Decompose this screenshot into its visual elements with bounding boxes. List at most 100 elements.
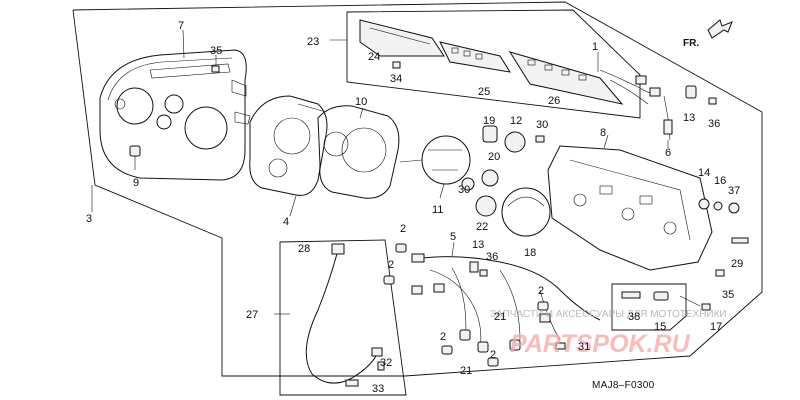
callout-10: 10 bbox=[355, 96, 367, 108]
callout-14: 14 bbox=[698, 167, 710, 179]
callout-24: 24 bbox=[368, 51, 380, 63]
callout-2-a: 2 bbox=[400, 223, 406, 235]
callout-31: 31 bbox=[578, 341, 590, 353]
callout-21-top: 21 bbox=[494, 311, 506, 323]
screw-36-top bbox=[708, 97, 717, 105]
collar-15 bbox=[653, 291, 669, 301]
callout-27: 27 bbox=[246, 309, 258, 321]
harness-5 bbox=[411, 253, 601, 353]
callout-8: 8 bbox=[600, 127, 606, 139]
light-strip-25 bbox=[439, 41, 512, 73]
gauge-19 bbox=[482, 125, 498, 143]
callout-30-top: 30 bbox=[536, 119, 548, 131]
bushing-14 bbox=[698, 198, 710, 210]
callout-19: 19 bbox=[483, 115, 495, 127]
meter-lens bbox=[317, 105, 400, 199]
callout-28: 28 bbox=[298, 243, 310, 255]
bracket-group-box bbox=[611, 283, 687, 331]
bolt-29 bbox=[731, 237, 749, 244]
callout-23: 23 bbox=[307, 36, 319, 48]
callout-4: 4 bbox=[283, 216, 289, 228]
front-marker-label: FR. bbox=[683, 38, 699, 49]
washer-16 bbox=[713, 201, 723, 211]
callout-20: 20 bbox=[488, 151, 500, 163]
callout-16: 16 bbox=[714, 175, 726, 187]
diagram-code: MAJ8–F0300 bbox=[592, 380, 655, 391]
front-direction-arrow bbox=[707, 19, 733, 39]
callout-26: 26 bbox=[548, 95, 560, 107]
callout-7: 7 bbox=[178, 20, 184, 32]
bulb-13-top bbox=[685, 85, 697, 99]
screw-35-right bbox=[715, 269, 725, 277]
callout-2-e: 2 bbox=[490, 349, 496, 361]
bulb-2b bbox=[383, 275, 395, 285]
callout-33: 33 bbox=[372, 383, 384, 395]
callout-30-mid: 30 bbox=[458, 184, 470, 196]
bolt-38 bbox=[621, 291, 641, 299]
light-strip-26 bbox=[508, 51, 624, 105]
inner-panel bbox=[249, 95, 328, 196]
screw-35-top bbox=[211, 65, 220, 73]
callout-35-right: 35 bbox=[722, 289, 734, 301]
callout-2-b: 2 bbox=[388, 259, 394, 271]
bulb-2c bbox=[537, 301, 549, 311]
callout-13-top: 13 bbox=[683, 112, 695, 124]
gauge-12 bbox=[504, 131, 526, 153]
leader-lines bbox=[91, 29, 701, 315]
meter-housing bbox=[547, 145, 713, 271]
callout-38: 38 bbox=[628, 311, 640, 323]
callout-35-top: 35 bbox=[210, 45, 222, 57]
callout-12: 12 bbox=[510, 115, 522, 127]
callout-29: 29 bbox=[731, 258, 743, 270]
nut-37 bbox=[728, 202, 740, 214]
callout-22: 22 bbox=[476, 221, 488, 233]
callout-1: 1 bbox=[592, 41, 598, 53]
meter-case bbox=[99, 49, 251, 181]
watermark-tagline: ЗАПЧАСТИ И АКСЕССУАРЫ ДЛЯ МОТОТЕХНИКИ bbox=[490, 309, 727, 320]
callout-36-top: 36 bbox=[708, 118, 720, 130]
bulb-2d bbox=[441, 345, 453, 355]
callout-2-d: 2 bbox=[440, 331, 446, 343]
callout-13-mid: 13 bbox=[472, 239, 484, 251]
meter-unit-20 bbox=[481, 169, 499, 187]
light-strip-24 bbox=[359, 19, 445, 57]
callout-15: 15 bbox=[654, 321, 666, 333]
bulb-2a bbox=[395, 243, 407, 253]
screw-32 bbox=[377, 361, 385, 371]
callout-5: 5 bbox=[450, 231, 456, 243]
callout-2-c: 2 bbox=[538, 285, 544, 297]
dial-plate-11 bbox=[399, 135, 471, 185]
callout-36-mid: 36 bbox=[486, 251, 498, 263]
assembly-boundary-outline bbox=[72, 1, 763, 377]
gauge-22 bbox=[475, 195, 497, 217]
socket-20-left bbox=[461, 177, 475, 191]
screw-36-mid bbox=[479, 269, 488, 277]
callout-32: 32 bbox=[380, 357, 392, 369]
indicator-group-box bbox=[346, 9, 641, 119]
callout-3: 3 bbox=[86, 213, 92, 225]
callout-37: 37 bbox=[728, 185, 740, 197]
screw-17 bbox=[701, 303, 711, 311]
harness-1 bbox=[599, 69, 673, 141]
socket-13-mid bbox=[469, 261, 479, 273]
callout-18: 18 bbox=[524, 247, 536, 259]
callout-17: 17 bbox=[710, 321, 722, 333]
speedometer-cable-27 bbox=[305, 243, 383, 384]
callout-34: 34 bbox=[390, 73, 402, 85]
cable-group-box bbox=[279, 239, 407, 396]
tach-plate-18 bbox=[501, 187, 551, 237]
screw-9 bbox=[129, 145, 141, 170]
screw-34 bbox=[392, 61, 401, 69]
bolt-33 bbox=[345, 379, 359, 387]
watermark-logo: PARTSPOK.RU bbox=[510, 330, 691, 358]
callout-6: 6 bbox=[665, 147, 671, 159]
callout-9: 9 bbox=[133, 177, 139, 189]
callout-11: 11 bbox=[432, 204, 443, 216]
screw-31 bbox=[555, 342, 566, 350]
callout-21-bottom: 21 bbox=[460, 365, 472, 377]
callout-25: 25 bbox=[478, 86, 490, 98]
screw-30-top bbox=[535, 135, 545, 143]
bulb-2e bbox=[487, 357, 499, 367]
